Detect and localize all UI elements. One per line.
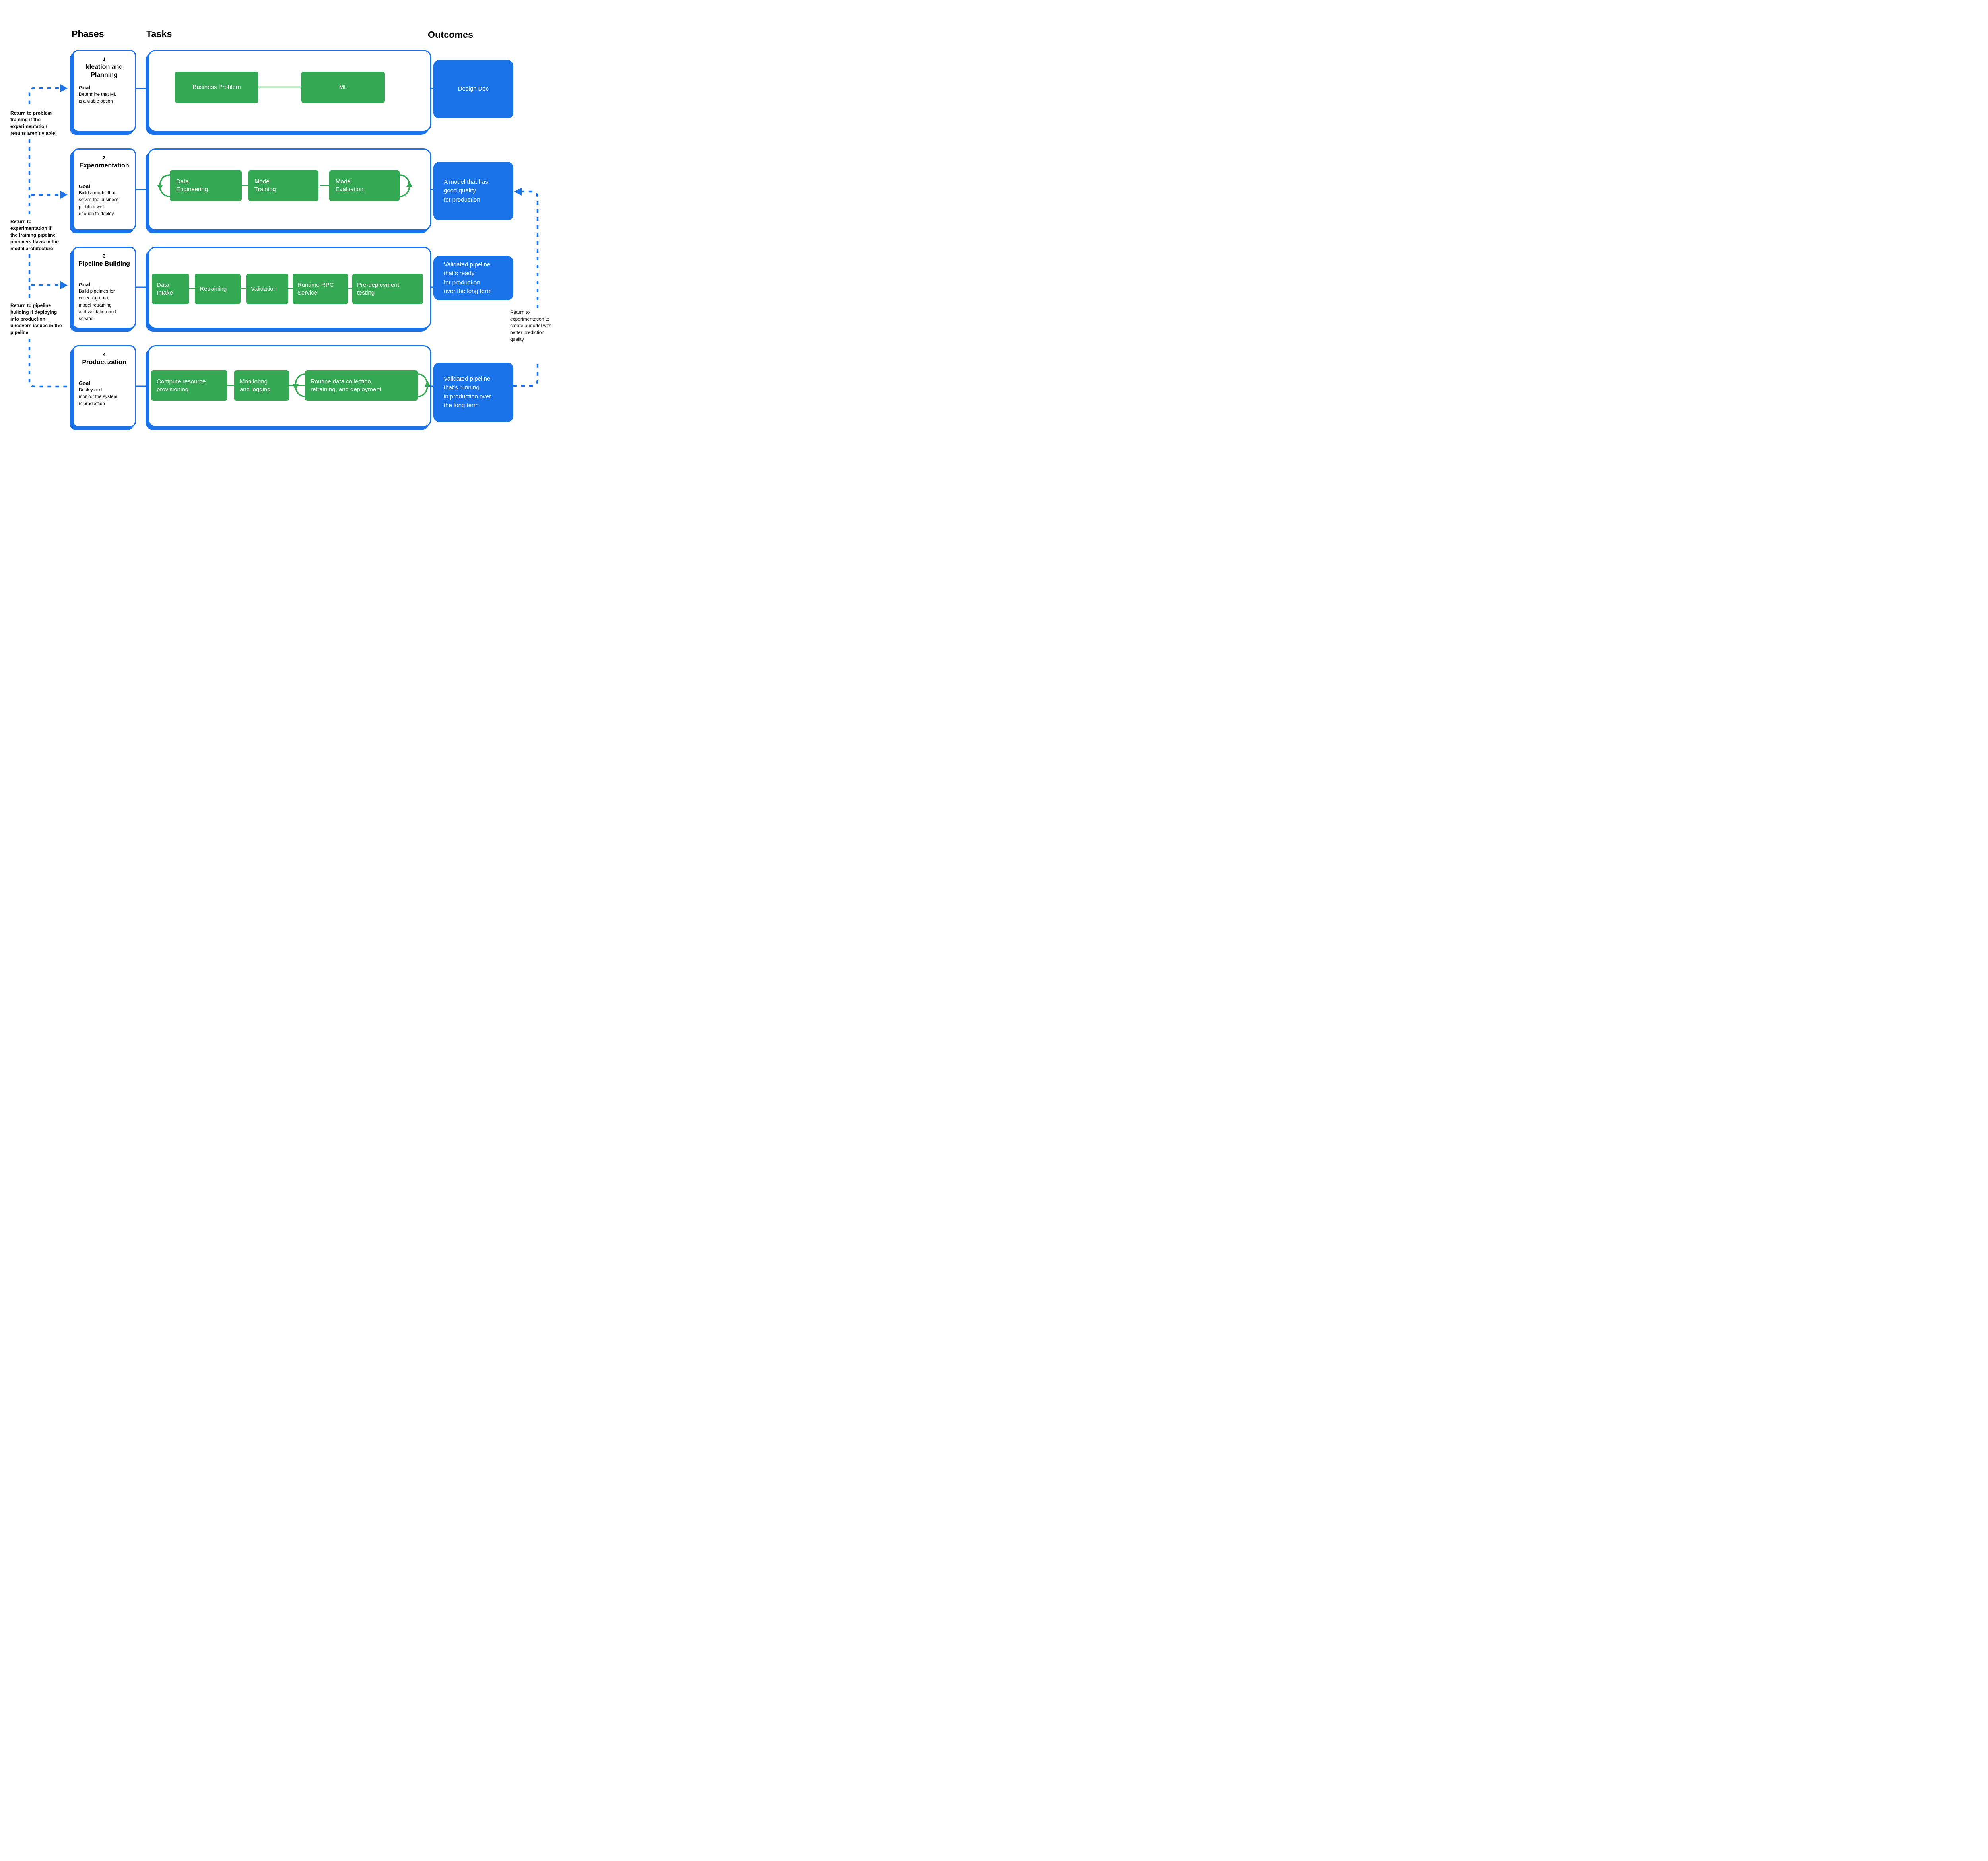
- goal-text: Build a model that solves the business p…: [79, 191, 119, 216]
- goal-label: Goal: [79, 85, 90, 91]
- annotation-return-to-experimentation-better-quality: Return to experimentation to create a mo…: [510, 309, 552, 342]
- arrow-right-icon: [60, 191, 68, 199]
- task-model-training: Model Training: [248, 170, 318, 201]
- goal-text: Build pipelines for collecting data, mod…: [79, 289, 116, 321]
- annotation-return-to-pipeline-building: Return to pipeline building if deploying…: [10, 303, 62, 336]
- task-ml: ML: [301, 72, 385, 103]
- phases-column-header: Phases: [72, 29, 104, 39]
- outcome-design-doc: Design Doc: [433, 60, 513, 118]
- arrow-right-icon: [60, 281, 68, 289]
- task-retraining: Retraining: [195, 274, 241, 304]
- right-feedback-rail: [513, 190, 539, 387]
- goal-text: Determine that ML is a viable option: [79, 92, 116, 104]
- goal-label: Goal: [79, 183, 90, 189]
- outcome-validated-pipeline-running: Validated pipeline that’s running in pro…: [433, 363, 513, 422]
- phase-title: Pipeline Building: [78, 260, 130, 267]
- phase-card-experimentation: 2 Experimentation Goal Build a model tha…: [72, 148, 136, 231]
- phase-card-ideation-planning: 1 Ideation and Planning Goal Determine t…: [72, 50, 136, 132]
- phase-number: 4: [103, 352, 106, 357]
- task-data-intake: Data Intake: [152, 274, 189, 304]
- phase-title: Productization: [82, 359, 126, 366]
- phase-number: 3: [103, 253, 106, 259]
- task-model-evaluation: Model Evaluation: [329, 170, 400, 201]
- task-business-problem: Business Problem: [175, 72, 258, 103]
- outcome-good-quality-model: A model that has good quality for produc…: [433, 162, 513, 220]
- task-monitoring-and-logging: Monitoring and logging: [234, 370, 289, 401]
- goal-text: Deploy and monitor the system in product…: [79, 388, 118, 406]
- tasks-column-header: Tasks: [146, 29, 172, 39]
- goal-label: Goal: [79, 380, 90, 386]
- task-data-engineering: Data Engineering: [170, 170, 242, 201]
- goal-label: Goal: [79, 282, 90, 288]
- outcomes-column-header: Outcomes: [428, 29, 474, 40]
- phase-title: Experimentation: [79, 162, 129, 169]
- phase-card-pipeline-building: 3 Pipeline Building Goal Build pipelines…: [72, 247, 136, 329]
- task-routine-data-collection-retraining-deployment: Routine data collection, retraining, and…: [305, 370, 418, 401]
- phase-card-productization: 4 Productization Goal Deploy and monitor…: [72, 345, 136, 427]
- mlops-workflow-diagram: Phases Tasks Outcomes 1 Ideation and Pla…: [0, 0, 564, 465]
- annotation-return-to-problem-framing: Return to problem framing if the experim…: [10, 110, 55, 136]
- arrow-left-icon: [514, 188, 522, 196]
- task-runtime-rpc-service: Runtime RPC Service: [293, 274, 348, 304]
- arrow-right-icon: [60, 84, 68, 92]
- task-compute-resource-provisioning: Compute resource provisioning: [151, 370, 227, 401]
- outcome-validated-pipeline-ready: Validated pipeline that’s ready for prod…: [433, 256, 513, 300]
- task-pre-deployment-testing: Pre-deployment testing: [352, 274, 423, 304]
- task-validation: Validation: [246, 274, 288, 304]
- phase-number: 2: [103, 155, 106, 161]
- solid-connectors: [135, 88, 435, 387]
- annotation-return-to-experimentation: Return to experimentation if the trainin…: [10, 219, 59, 252]
- phase-title: Ideation and Planning: [85, 64, 123, 78]
- phase-number: 1: [103, 56, 106, 62]
